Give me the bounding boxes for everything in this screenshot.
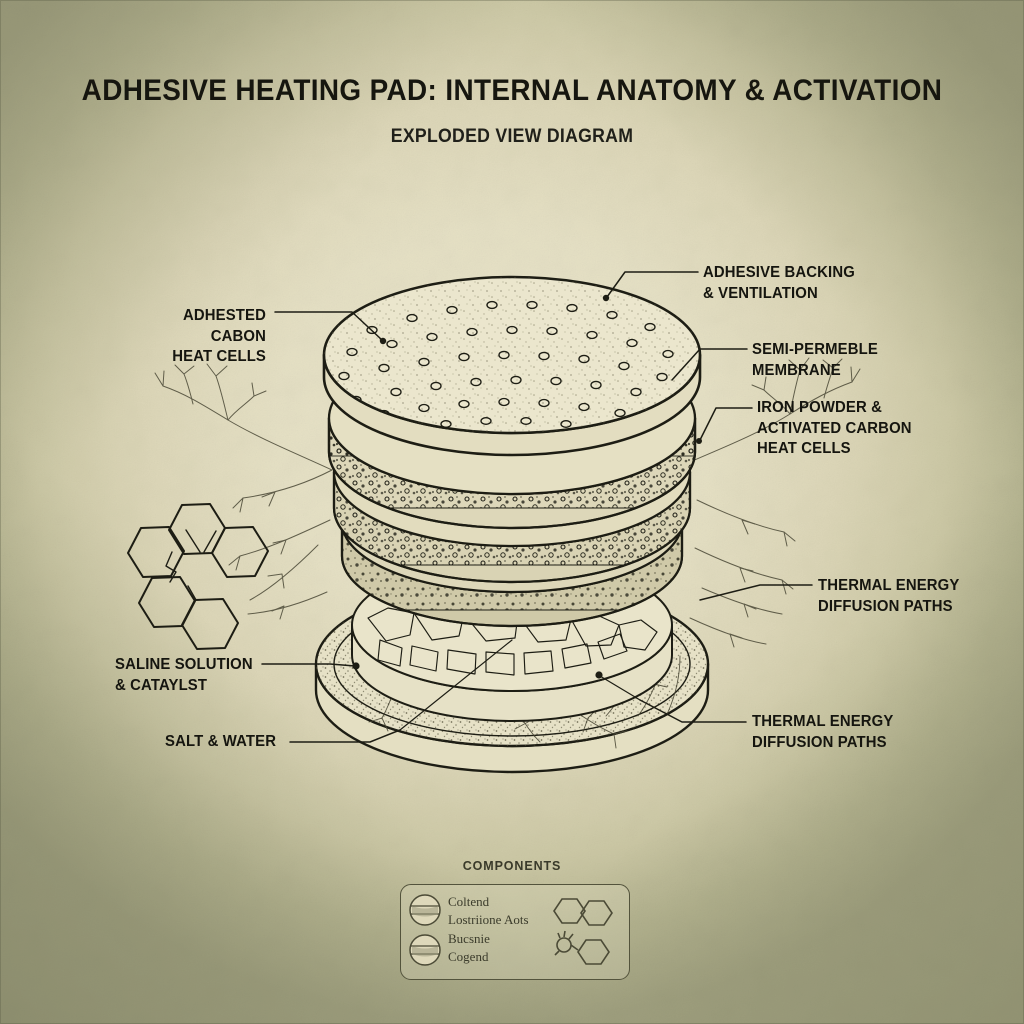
label-salt-water: SALT & WATER <box>165 733 277 750</box>
thermal-diffusion-tendrils-right <box>689 357 861 648</box>
leader-lines <box>261 271 813 743</box>
legend-swatch-sphere-1 <box>409 894 441 926</box>
label-saline-solution-catalyst: SALINE SOLUTION & CATAYLST <box>115 656 253 694</box>
legend-molecule-hexagon-icon <box>554 930 610 965</box>
legend-swatch-sphere-2 <box>409 934 441 966</box>
label-iron-powder-activated-carbon: IRON POWDER & ACTIVATED CARBON HEAT CELL… <box>757 399 912 458</box>
label-semi-permeable-membrane: SEMI-PERMEBLE MEMBRANE <box>752 341 878 379</box>
legend-title: COMPONENTS <box>462 859 562 873</box>
thermal-diffusion-tendrils-left <box>154 363 333 620</box>
page-subtitle: EXPLODED VIEW DIAGRAM <box>390 126 634 147</box>
legend-entries: Coltend Lostriione Aots Bucsnie Cogend <box>448 894 529 965</box>
label-adhested-carbon-heat-cells: ADHESTED CABON HEAT CELLS <box>172 307 266 366</box>
label-thermal-energy-diffusion-upper: THERMAL ENERGY DIFFUSION PATHS <box>818 577 960 615</box>
label-adhesive-backing-ventilation: ADHESIVE BACKING & VENTILATION <box>703 264 855 302</box>
legend-hexagon-pair-icon <box>553 898 613 926</box>
label-thermal-energy-diffusion-lower: THERMAL ENERGY DIFFUSION PATHS <box>752 713 894 751</box>
hexagon-molecule-cluster <box>127 503 269 650</box>
layer-adhesive-backing-vent <box>322 275 702 457</box>
page-title: ADHESIVE HEATING PAD: INTERNAL ANATOMY &… <box>81 74 943 107</box>
